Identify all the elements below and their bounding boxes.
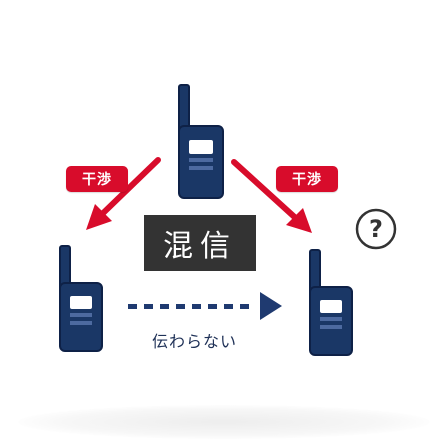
interference-tag-right: 干渉 (276, 166, 338, 192)
blocked-transmission-arrow (128, 292, 282, 320)
crosstalk-label: 混信 (144, 215, 256, 271)
interference-arrow-left (86, 157, 161, 230)
radio-right-icon (309, 249, 353, 356)
not-transmitted-label: 伝わらない (152, 332, 238, 351)
radio-top-icon (178, 84, 224, 199)
interference-arrow-right (231, 159, 312, 233)
question-bubble-icon (355, 208, 397, 250)
ground-shadow (18, 405, 430, 439)
interference-tag-left: 干渉 (66, 166, 128, 192)
question-mark: ? (369, 215, 383, 243)
radio-left-icon (59, 245, 103, 352)
